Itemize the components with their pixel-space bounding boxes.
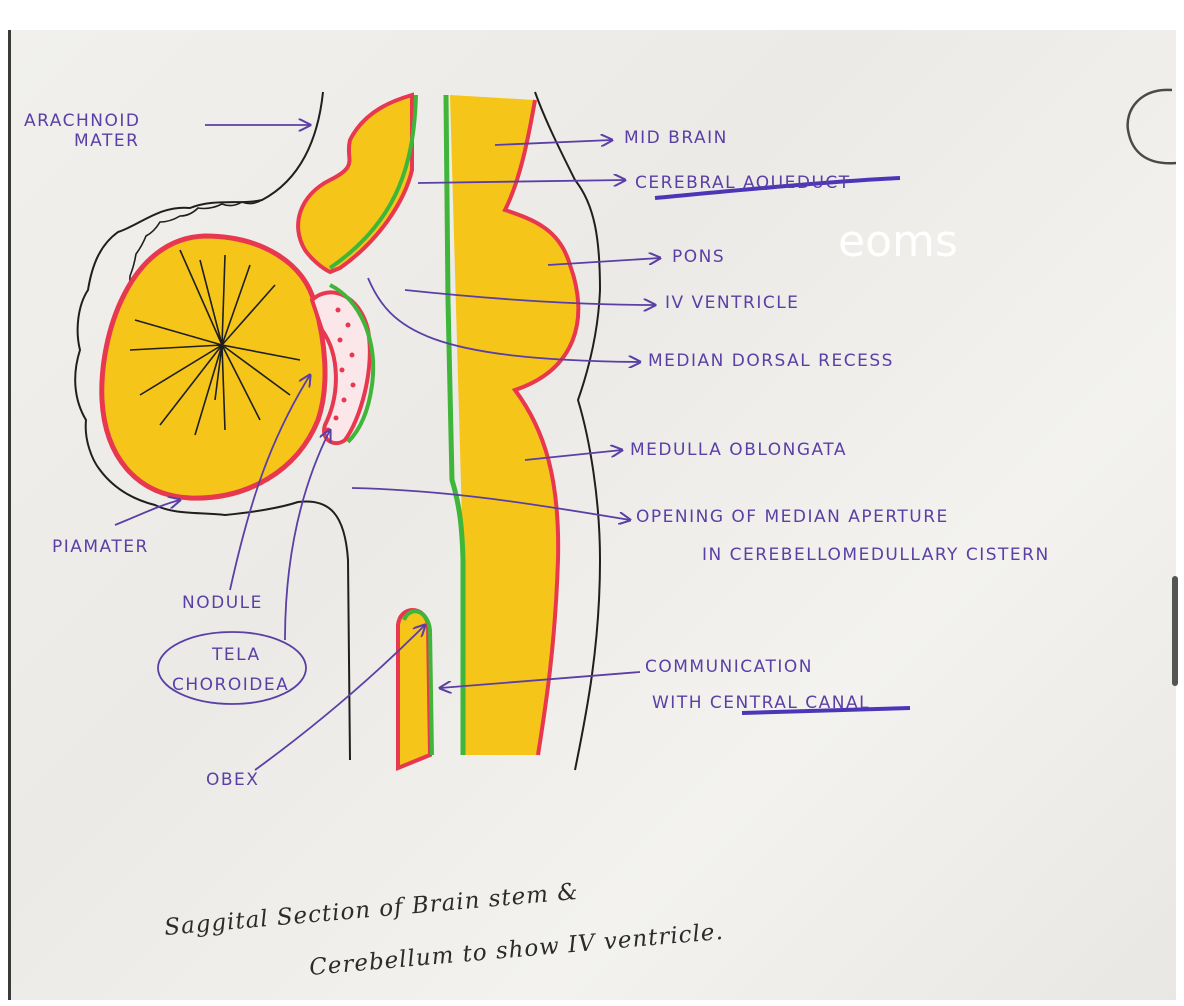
label-opening-2: IN CEREBELLOMEDULLARY CISTERN <box>702 545 1050 565</box>
watermark: eoms <box>838 216 958 267</box>
tela-lining <box>329 283 376 444</box>
caption-line-1: Saggital Section of Brain stem & <box>163 879 579 941</box>
label-mid-brain: MID BRAIN <box>624 128 728 148</box>
label-tela-2: CHOROIDEA <box>172 675 289 695</box>
scrollbar-thumb[interactable] <box>1172 576 1178 686</box>
label-nodule: NODULE <box>182 593 263 613</box>
brain-stem-red-border <box>502 99 581 756</box>
obex-pillar <box>396 608 433 771</box>
floor-ependyma <box>443 94 466 755</box>
obex-lining <box>402 609 434 756</box>
label-arachnoid-2: MATER <box>74 131 139 151</box>
label-obex: OBEX <box>206 770 259 790</box>
tectum <box>296 92 414 275</box>
brain-stem <box>450 95 579 755</box>
label-cerebral-aqueduct: CEREBRAL AQUEDUCT <box>635 173 851 193</box>
label-median-dorsal-recess: MEDIAN DORSAL RECESS <box>648 351 894 371</box>
label-medulla: MEDULLA OBLONGATA <box>630 440 847 460</box>
label-communication-2: WITH CENTRAL CANAL <box>652 693 870 713</box>
leader-arrows <box>114 125 660 771</box>
label-arachnoid-1: ARACHNOID <box>24 111 140 131</box>
label-piamater: PIAMATER <box>52 537 149 557</box>
caption-line-2: Cerebellum to show IV ventricle. <box>308 919 725 981</box>
cerebellum <box>99 233 328 501</box>
central-canal-underline <box>741 706 911 715</box>
label-iv-ventricle: IV VENTRICLE <box>665 293 799 313</box>
paper-background <box>8 30 1176 1000</box>
tela-oval <box>157 631 307 705</box>
label-pons: PONS <box>672 247 725 267</box>
page-edge <box>8 30 11 1000</box>
label-opening-1: OPENING OF MEDIAN APERTURE <box>636 507 949 527</box>
label-tela-1: TELA <box>211 645 261 665</box>
arachnoid-outline <box>74 91 351 761</box>
velum-lining <box>328 94 418 270</box>
arbor-vitae <box>129 249 301 436</box>
partial-circle <box>1126 88 1177 165</box>
aqueduct-underline <box>654 176 901 200</box>
label-communication-1: COMMUNICATION <box>645 657 813 677</box>
